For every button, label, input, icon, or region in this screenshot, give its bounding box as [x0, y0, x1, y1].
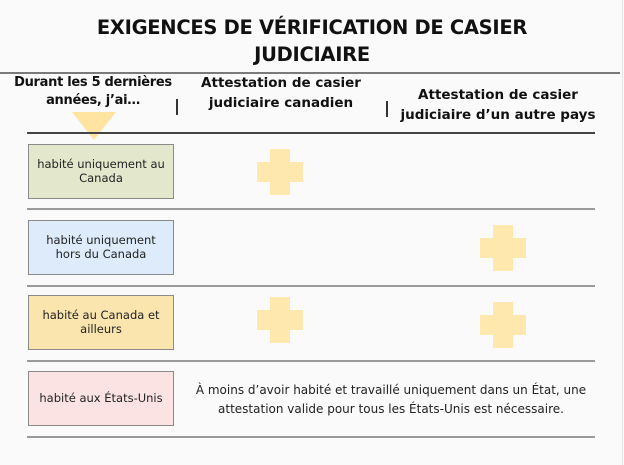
- title-line-1: EXIGENCES DE VÉRIFICATION DE CASIER: [96, 16, 528, 39]
- row-divider: [27, 285, 595, 287]
- plus-icon: [257, 297, 303, 343]
- title-divider: [0, 72, 620, 74]
- header-divider: [27, 132, 595, 134]
- row-divider: [27, 208, 595, 210]
- united-states-note: À moins d’avoir habité et travaillé uniq…: [195, 383, 587, 416]
- header-foreign-certificate: Attestation de casier judiciaire d’un au…: [400, 87, 596, 123]
- row-divider: [27, 436, 595, 438]
- row-label-outside-only: habité uniquement hors du Canada: [28, 220, 174, 275]
- title-line-2: JUDICIAIRE: [254, 43, 370, 66]
- page-title: EXIGENCES DE VÉRIFICATION DE CASIER JUDI…: [0, 14, 624, 68]
- plus-icon: [480, 302, 526, 348]
- row-divider: [27, 360, 595, 362]
- row-label-canada-only: habité uniquement au Canada: [28, 144, 174, 199]
- header-canadian-certificate: Attestation de casier judiciaire canadie…: [201, 75, 361, 111]
- row-label-united-states: habité aux États-Unis: [28, 371, 174, 426]
- column-separator: [176, 99, 178, 115]
- plus-icon: [480, 225, 526, 271]
- down-arrow-icon: [72, 112, 116, 140]
- row-label-canada-and-elsewhere: habité au Canada et ailleurs: [28, 295, 174, 350]
- header-period: Durant les 5 dernières années, j’ai…: [14, 75, 172, 108]
- plus-icon: [257, 149, 303, 195]
- column-separator: [386, 101, 388, 117]
- frame-border: [622, 0, 623, 465]
